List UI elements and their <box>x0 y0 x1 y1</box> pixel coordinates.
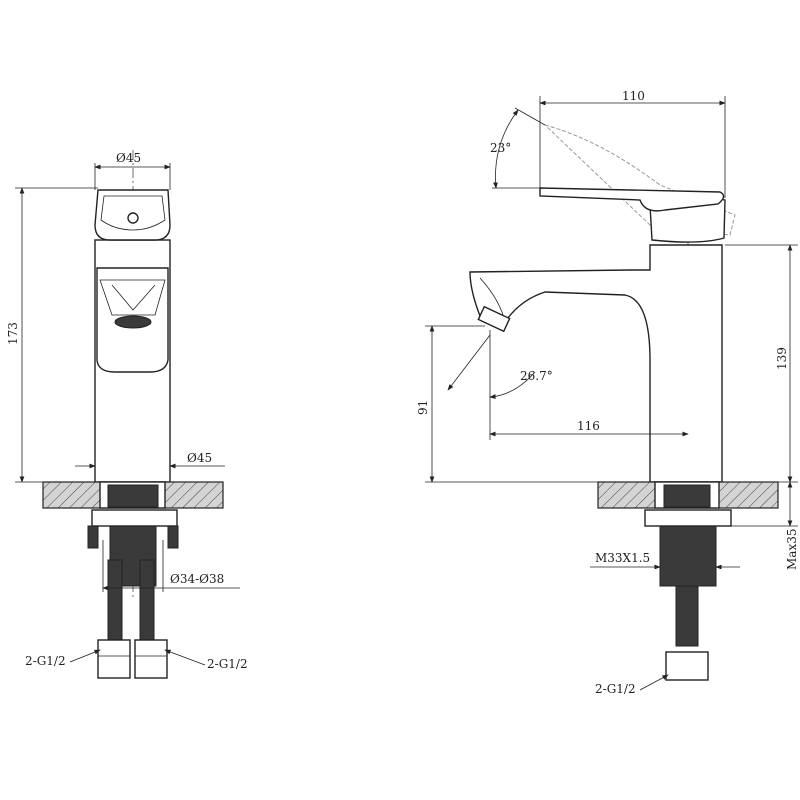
side-handle-angle: 23° <box>490 141 511 155</box>
side-inlet: 2-G1/2 <box>595 682 636 696</box>
front-inlet-right: 2-G1/2 <box>207 657 248 671</box>
front-inlet-left: 2-G1/2 <box>25 654 66 668</box>
front-hole-diameter: Ø34-Ø38 <box>170 572 224 586</box>
side-body-spout <box>469 244 723 483</box>
front-top-diameter: Ø45 <box>116 151 141 165</box>
side-total-height: 139 <box>775 347 789 370</box>
side-handle-lever <box>539 187 725 212</box>
side-fitting <box>665 651 709 681</box>
front-view: Ø45 173 Ø45 Ø34-Ø38 2-G1/2 2-G1/2 <box>6 150 248 679</box>
front-base-diameter: Ø45 <box>187 451 212 465</box>
aerator <box>114 315 152 329</box>
front-hose-left <box>107 559 123 641</box>
front-hose-right <box>139 559 155 641</box>
side-thread: M33X1.5 <box>595 551 650 565</box>
front-fitting-left <box>97 639 131 679</box>
front-nut <box>91 509 178 527</box>
side-handle-length: 110 <box>622 89 645 103</box>
side-view: 110 23° 139 91 26.7° 116 Max35 M33X1.5 2… <box>416 89 799 696</box>
side-spout-angle: 26.7° <box>520 369 553 383</box>
side-shank <box>659 525 717 587</box>
side-aerator <box>477 305 511 333</box>
front-handle <box>94 189 171 241</box>
side-spout-reach: 116 <box>577 419 600 433</box>
handle-indicator-icon <box>127 212 139 224</box>
side-nut <box>644 509 732 527</box>
side-spout-height: 91 <box>416 400 430 415</box>
front-fitting-right <box>134 639 168 679</box>
side-max-deck: Max35 <box>785 529 799 570</box>
front-height: 173 <box>6 322 20 345</box>
side-hose <box>675 585 699 647</box>
